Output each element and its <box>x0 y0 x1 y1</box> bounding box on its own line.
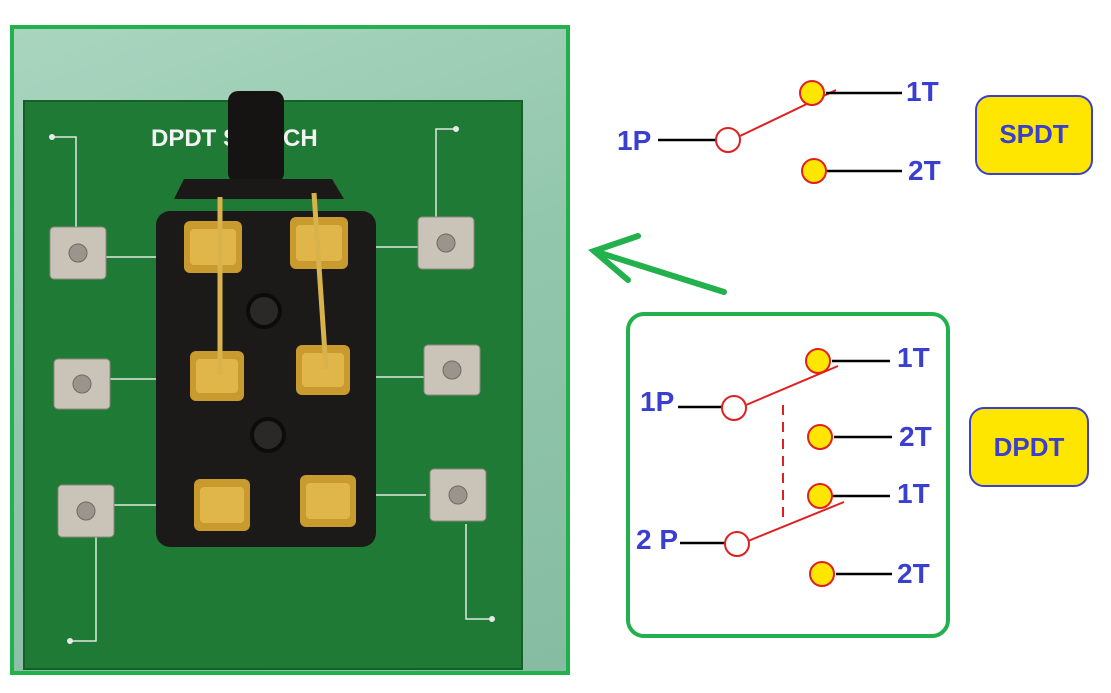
dpdt-frame <box>626 312 950 638</box>
spdt-throw1-label: 1T <box>906 76 939 107</box>
switch-photo: DPDT SWITCH <box>23 91 523 670</box>
switch-lever <box>228 91 284 183</box>
dpdt-pole1-throw1-label: 1T <box>897 342 930 373</box>
spdt-badge: SPDT <box>975 95 1093 175</box>
spdt-throw1-contact <box>799 80 825 106</box>
dpdt-pole1-throw1-contact <box>805 348 831 374</box>
pcb-holes <box>49 126 495 644</box>
arrow-left-icon <box>588 233 727 295</box>
dpdt-pole2-throw1-contact <box>807 483 833 509</box>
spdt-throw2-label: 2T <box>908 155 941 186</box>
spdt-badge-label: SPDT <box>999 119 1068 149</box>
dpdt-schematic: 1P 2 P 1T 2T 1T 2T <box>626 312 950 638</box>
dpdt-pole2-label: 2 P <box>636 524 678 555</box>
dpdt-pole1-label: 1P <box>640 386 674 417</box>
side-terminals <box>49 216 487 538</box>
spdt-throw2-contact <box>801 158 827 184</box>
spdt-pole-contact <box>715 127 741 153</box>
dpdt-badge-label: DPDT <box>994 432 1065 462</box>
switch-photo-frame: DPDT SWITCH <box>10 25 570 675</box>
dpdt-badge: DPDT <box>969 407 1089 487</box>
dpdt-pole1-contact <box>721 395 747 421</box>
dpdt-pole2-throw2-contact <box>809 561 835 587</box>
dpdt-pole1-throw2-label: 2T <box>899 421 932 452</box>
dpdt-pole2-contact <box>724 531 750 557</box>
dpdt-pole2-throw2-label: 2T <box>897 558 930 589</box>
spdt-pole-label: 1P <box>617 125 651 156</box>
dpdt-pole2-throw1-label: 1T <box>897 478 930 509</box>
dpdt-pole1-throw2-contact <box>807 424 833 450</box>
spdt-schematic: 1P 1T 2T <box>617 76 941 186</box>
